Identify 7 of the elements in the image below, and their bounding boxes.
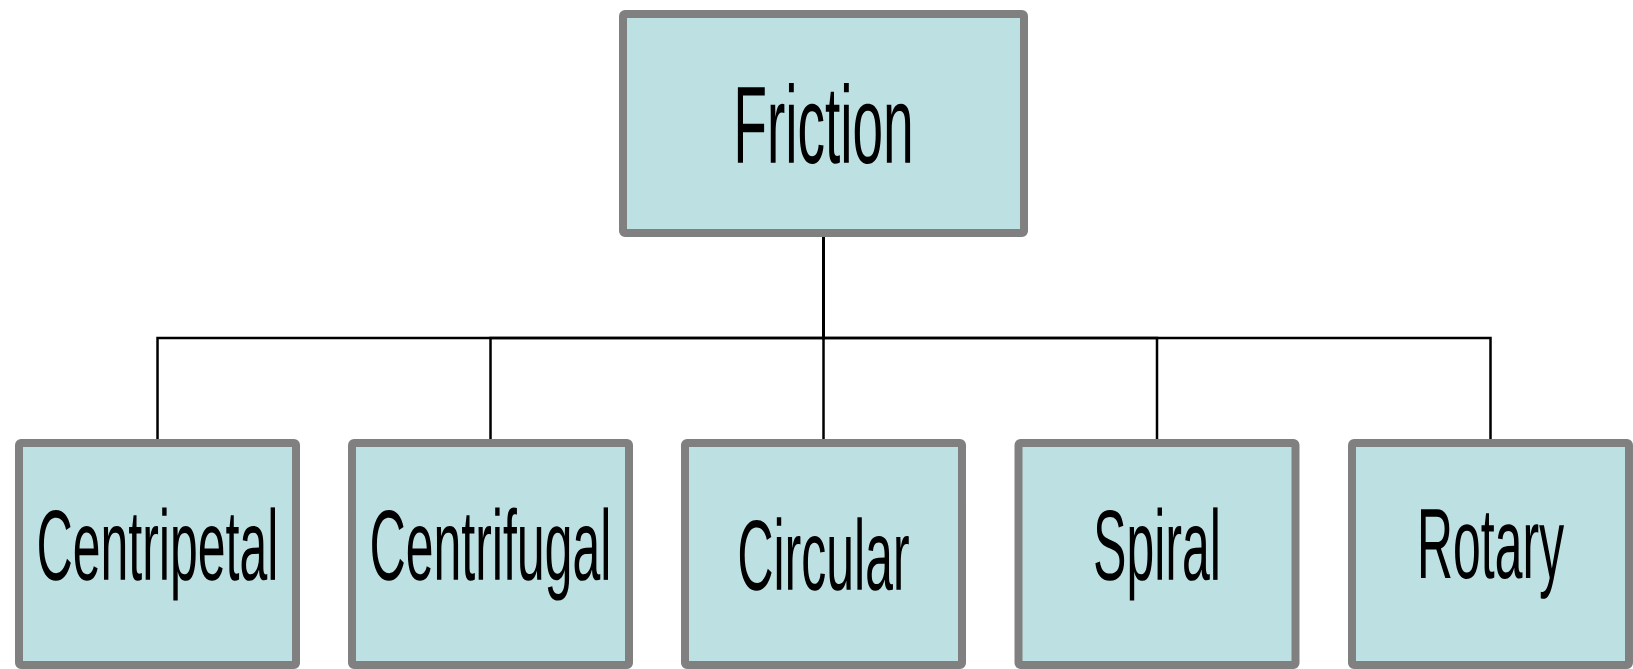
topic-box: Friction: [619, 10, 1028, 237]
category-box: Spiral: [1014, 439, 1300, 669]
connector-line: [822, 237, 1492, 439]
category-box: Circular: [681, 439, 966, 669]
category-box: Rotary: [1348, 439, 1633, 669]
category-box: Centrifugal: [348, 439, 633, 669]
category-box: Centripetal: [15, 439, 300, 669]
